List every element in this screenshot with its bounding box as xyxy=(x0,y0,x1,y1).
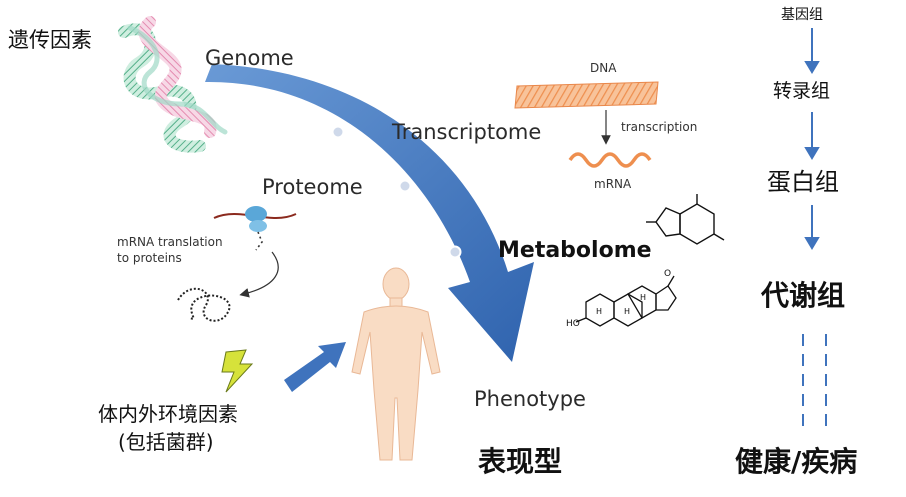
mrna-label: mRNA xyxy=(594,177,632,191)
lightning-icon xyxy=(221,349,254,393)
environment-arrow xyxy=(284,342,346,392)
metabolome-cn-label: 代谢组 xyxy=(761,279,846,312)
mrna-translation-line2: to proteins xyxy=(117,251,182,265)
transcriptome-label: Transcriptome xyxy=(392,120,542,144)
dna-label: DNA xyxy=(590,61,617,75)
environment-label-line1: 体内外环境因素 xyxy=(98,402,238,426)
phenotype-label: Phenotype xyxy=(474,387,586,411)
uric-acid-molecule-icon xyxy=(646,194,725,245)
steroid-ring-h-2: H xyxy=(624,307,630,316)
dna-helix-icon xyxy=(118,16,228,153)
genetic-factors-label: 遗传因素 xyxy=(8,28,92,52)
mrna-translation-line1: mRNA translation xyxy=(117,235,223,249)
right-flow-arrows xyxy=(804,28,820,250)
steroid-carbonyl-label: O xyxy=(664,269,671,279)
translation-arrow xyxy=(239,251,279,298)
genome-cn-label: 基因组 xyxy=(781,7,823,23)
steroid-hydroxyl-label: HO xyxy=(566,319,580,329)
transcription-label: transcription xyxy=(621,120,698,134)
dashed-connectors xyxy=(802,334,827,430)
phenotype-cn-label: 表现型 xyxy=(478,445,563,478)
dna-band xyxy=(514,81,659,109)
omics-flow-arrow xyxy=(205,64,534,362)
steroid-molecule-icon xyxy=(575,275,677,327)
ribosome-icon xyxy=(213,206,297,251)
metabolome-label: Metabolome xyxy=(498,238,652,263)
transcriptome-cn-label: 转录组 xyxy=(773,80,831,102)
environment-label-line2: (包括菌群) xyxy=(118,430,214,454)
steroid-ring-h-3: H xyxy=(640,293,646,302)
proteome-cn-label: 蛋白组 xyxy=(767,168,839,196)
protein-coil xyxy=(177,287,231,322)
genome-label: Genome xyxy=(205,46,294,70)
mrna-wave xyxy=(568,152,652,168)
health-disease-label: 健康/疾病 xyxy=(735,445,858,478)
human-body-icon xyxy=(351,267,441,461)
steroid-ring-h-1: H xyxy=(596,307,602,316)
proteome-label: Proteome xyxy=(262,175,363,199)
